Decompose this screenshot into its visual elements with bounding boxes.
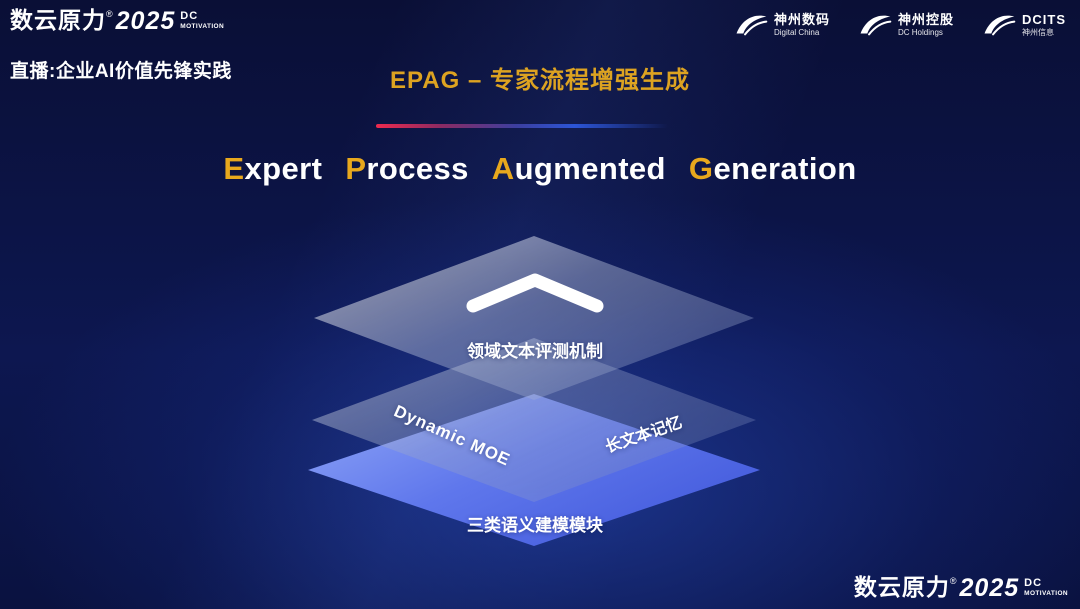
partner-text: DCITS 神州信息 [1022,11,1066,37]
title-initial: E [223,151,245,186]
title-initial: G [688,151,714,186]
brand-sub-motivation: MOTIVATION [180,23,225,30]
chevron-up-icon [466,273,604,313]
title-word-generation: Generation [689,151,857,186]
registered-mark: ® [106,9,113,19]
title-word-expert: Expert [223,151,322,186]
partner-text: 神州控股 DC Holdings [897,11,954,37]
logo-dcits: DCITS 神州信息 [982,12,1066,38]
brand-name: 数云原力 [853,574,950,600]
layer-label-evaluation: 领域文本评测机制 [467,342,603,361]
partner-subname: 神州信息 [1022,27,1054,37]
brand-sub-motivation: MOTIVATION [1024,590,1068,597]
brand-subtitle: DC MOTIVATION [1024,578,1068,598]
logo-dc-holdings: 神州控股 DC Holdings [858,12,954,38]
title-rest: xpert [244,151,323,186]
title-initial: A [491,151,515,186]
gradient-divider [376,124,668,128]
title-rest: ugmented [514,151,666,186]
footer-brand-logo: 数云原力 ® 2025 DC MOTIVATION [854,576,1068,601]
brand-sub-dc: DC [180,10,199,22]
partner-subname: Digital China [773,27,820,37]
partner-name: 神州控股 [897,11,954,27]
partner-name: 神州数码 [773,11,830,27]
brand-name: 数云原力 [10,7,106,33]
partner-text: 神州数码 Digital China [773,11,830,37]
live-stream-label: 直播:企业AI价值先锋实践 [10,61,232,82]
registered-mark: ® [949,576,957,586]
swoosh-logo-icon [984,15,1016,36]
swoosh-logo-icon [860,15,892,36]
page-title: EPAG – 专家流程增强生成 [390,67,690,94]
layer-top-evaluation [314,236,754,400]
brand-year: 2025 [959,574,1020,602]
main-title: Expert Process Augmented Generation [0,151,1080,187]
brand-sub-dc: DC [1024,577,1043,589]
brand-subtitle: DC MOTIVATION [180,11,224,31]
title-initial: P [345,151,367,186]
swoosh-logo-icon [736,15,768,36]
partner-subname: DC Holdings [897,27,943,37]
partner-logos: 神州数码 Digital China 神州控股 DC Holdings DCIT… [734,12,1066,38]
title-word-process: Process [345,151,468,186]
brand-logo: 数云原力 ® 2025 DC MOTIVATION [10,9,224,34]
logo-digital-china: 神州数码 Digital China [734,12,830,38]
title-rest: eneration [713,151,857,186]
title-rest: rocess [366,151,469,186]
brand-year: 2025 [115,7,176,35]
layer-label-semantic-modules: 三类语义建模模块 [467,516,603,535]
partner-name: DCITS [1022,11,1066,27]
title-word-augmented: Augmented [492,151,666,186]
